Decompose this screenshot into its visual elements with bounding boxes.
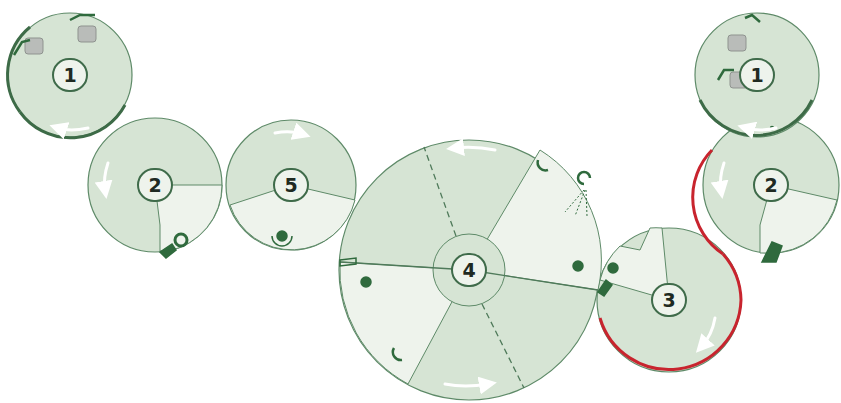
divider (340, 262, 469, 270)
divider (424, 147, 456, 236)
wheel (703, 117, 839, 253)
wheel (88, 118, 222, 252)
wheel-node: 1 (695, 13, 819, 137)
callout-number: 2 (753, 168, 789, 202)
wheel-node: 2 (703, 117, 839, 253)
divider (469, 270, 598, 290)
container (728, 35, 746, 51)
wheel-node: 5 (226, 120, 356, 250)
wheel (8, 13, 132, 137)
callout-number: 1 (52, 58, 88, 92)
callout-number: 2 (137, 168, 173, 202)
callout-number: 3 (651, 283, 687, 317)
wheel (226, 120, 356, 250)
wheel-node: 1 (8, 13, 132, 137)
hub (433, 234, 505, 306)
wheel-node: 3 (597, 228, 741, 372)
wheel-node: 4 (339, 140, 599, 400)
wheel-node: 2 (88, 118, 222, 252)
wheel (695, 13, 819, 137)
callout-number: 1 (739, 58, 775, 92)
divider (482, 304, 524, 388)
callout-number: 4 (451, 253, 487, 287)
callout-number: 5 (273, 168, 309, 202)
container (78, 26, 96, 42)
